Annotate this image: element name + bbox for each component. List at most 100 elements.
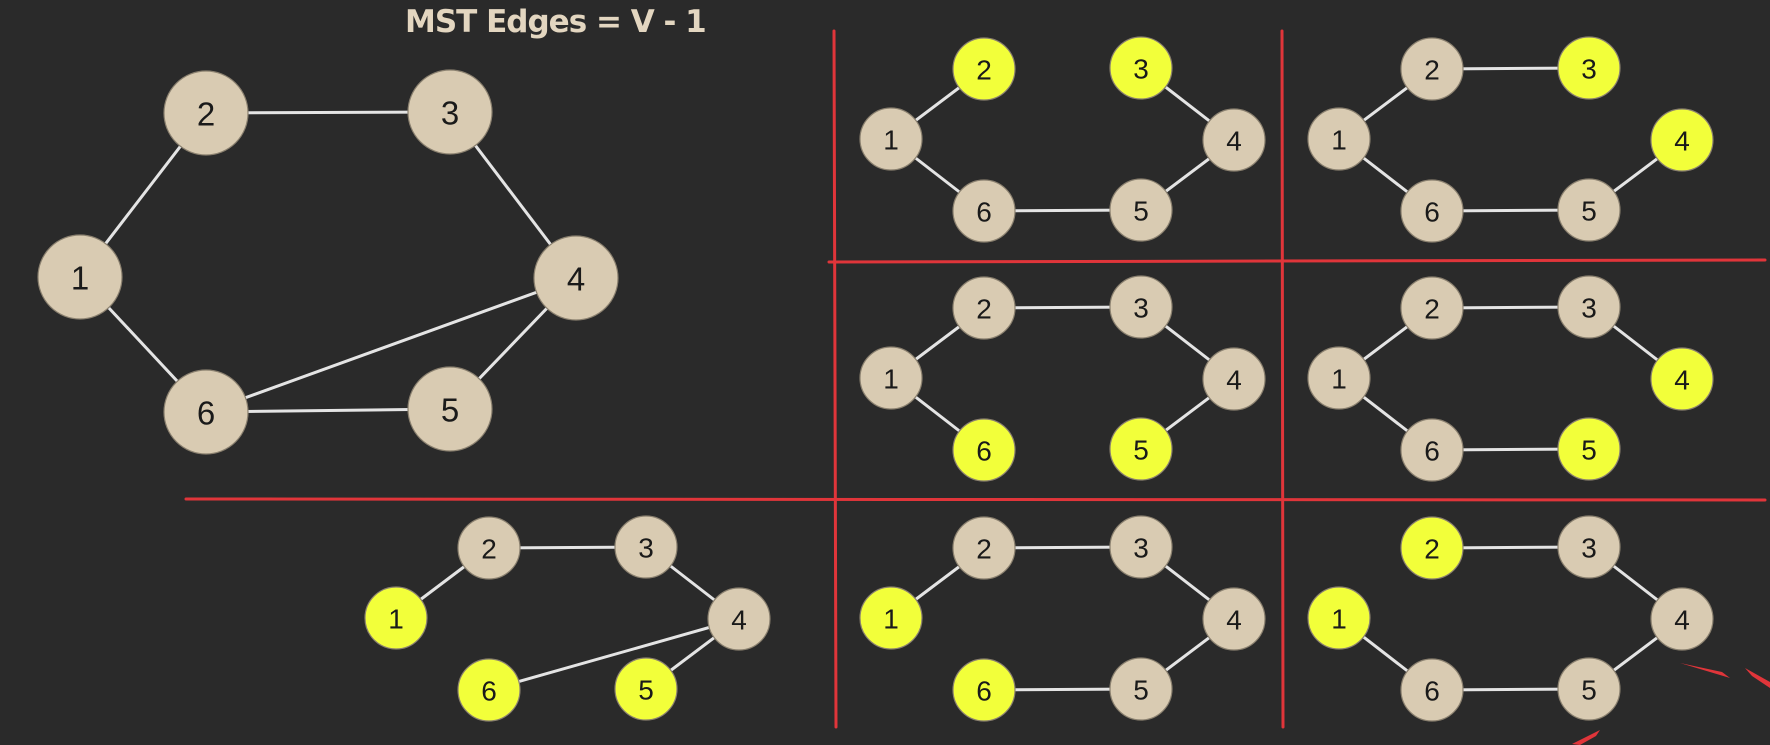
divider-horizontal-upper (827, 258, 1767, 264)
node-label: 6 (976, 436, 992, 467)
node-3: 3 (1557, 515, 1621, 579)
node-label: 1 (1331, 125, 1347, 156)
node-4: 4 (1650, 587, 1714, 651)
node-label: 5 (1581, 675, 1597, 706)
node-2: 2 (952, 37, 1016, 101)
node-1: 1 (364, 586, 428, 650)
node-3: 3 (1109, 36, 1173, 100)
node-circle (1557, 515, 1621, 579)
node-circle (1400, 37, 1464, 101)
node-5: 5 (407, 366, 493, 452)
node-circle (1400, 516, 1464, 580)
node-circle (952, 37, 1016, 101)
node-label: 6 (976, 676, 992, 707)
node-label: 2 (1424, 294, 1440, 325)
node-6: 6 (952, 179, 1016, 243)
node-circle (1109, 417, 1173, 481)
node-4: 4 (1202, 108, 1266, 172)
node-label: 5 (1581, 196, 1597, 227)
node-5: 5 (1557, 178, 1621, 242)
divider-vertical-right (1280, 29, 1285, 729)
node-label: 2 (976, 55, 992, 86)
node-circle (614, 657, 678, 721)
node-circle (859, 346, 923, 410)
node-2: 2 (1400, 37, 1464, 101)
node-label: 3 (1133, 54, 1149, 85)
node-1: 1 (859, 107, 923, 171)
node-label: 2 (197, 96, 215, 133)
node-2: 2 (457, 516, 521, 580)
node-circle (952, 418, 1016, 482)
node-circle (407, 366, 493, 452)
node-circle (457, 516, 521, 580)
node-circle (1109, 275, 1173, 339)
node-label: 5 (1133, 196, 1149, 227)
node-circle (457, 658, 521, 722)
graph-tree-a: 1 2 3 4 5 6 (859, 36, 1266, 243)
node-circle (1109, 178, 1173, 242)
node-label: 3 (1581, 533, 1597, 564)
node-5: 5 (614, 657, 678, 721)
node-label: 6 (1424, 436, 1440, 467)
node-circle (614, 515, 678, 579)
node-label: 3 (1581, 293, 1597, 324)
node-label: 5 (1133, 675, 1149, 706)
node-circle (1307, 346, 1371, 410)
node-label: 4 (567, 261, 585, 298)
node-label: 2 (976, 294, 992, 325)
node-circle (1202, 347, 1266, 411)
annotation-mark-3 (1572, 730, 1600, 745)
node-2: 2 (1400, 276, 1464, 340)
node-5: 5 (1109, 657, 1173, 721)
node-label: 2 (481, 534, 497, 565)
node-4: 4 (707, 587, 771, 651)
node-circle (1557, 275, 1621, 339)
node-label: 4 (1674, 126, 1690, 157)
edge-4-6 (488, 617, 740, 692)
annotation-mark-1 (1680, 663, 1730, 678)
node-6: 6 (1400, 179, 1464, 243)
node-1: 1 (1307, 107, 1371, 171)
node-label: 3 (1133, 293, 1149, 324)
node-circle (1202, 587, 1266, 651)
node-circle (407, 69, 493, 155)
node-6: 6 (457, 658, 521, 722)
node-label: 4 (731, 605, 747, 636)
node-label: 4 (1674, 365, 1690, 396)
node-circle (1400, 179, 1464, 243)
node-label: 4 (1226, 605, 1242, 636)
node-label: 2 (1424, 534, 1440, 565)
annotation-mark-2 (1745, 668, 1770, 688)
node-circle (1400, 658, 1464, 722)
node-label: 3 (1133, 533, 1149, 564)
node-circle (533, 235, 619, 321)
node-3: 3 (1109, 515, 1173, 579)
node-4: 4 (533, 235, 619, 321)
node-circle (163, 369, 249, 455)
node-2: 2 (952, 516, 1016, 580)
node-circle (163, 70, 249, 156)
node-label: 4 (1674, 605, 1690, 636)
node-circle (1307, 586, 1371, 650)
node-circle (952, 516, 1016, 580)
node-1: 1 (859, 586, 923, 650)
node-circle (1557, 417, 1621, 481)
node-2: 2 (1400, 516, 1464, 580)
node-circle (37, 234, 123, 320)
node-1: 1 (37, 234, 123, 320)
node-circle (1400, 276, 1464, 340)
node-3: 3 (1109, 275, 1173, 339)
node-3: 3 (1557, 36, 1621, 100)
edge-4-6 (205, 276, 577, 414)
node-circle (1557, 36, 1621, 100)
node-circle (952, 276, 1016, 340)
node-2: 2 (952, 276, 1016, 340)
node-label: 3 (638, 533, 654, 564)
node-circle (1650, 587, 1714, 651)
node-3: 3 (407, 69, 493, 155)
node-6: 6 (952, 418, 1016, 482)
node-5: 5 (1557, 417, 1621, 481)
node-circle (364, 586, 428, 650)
